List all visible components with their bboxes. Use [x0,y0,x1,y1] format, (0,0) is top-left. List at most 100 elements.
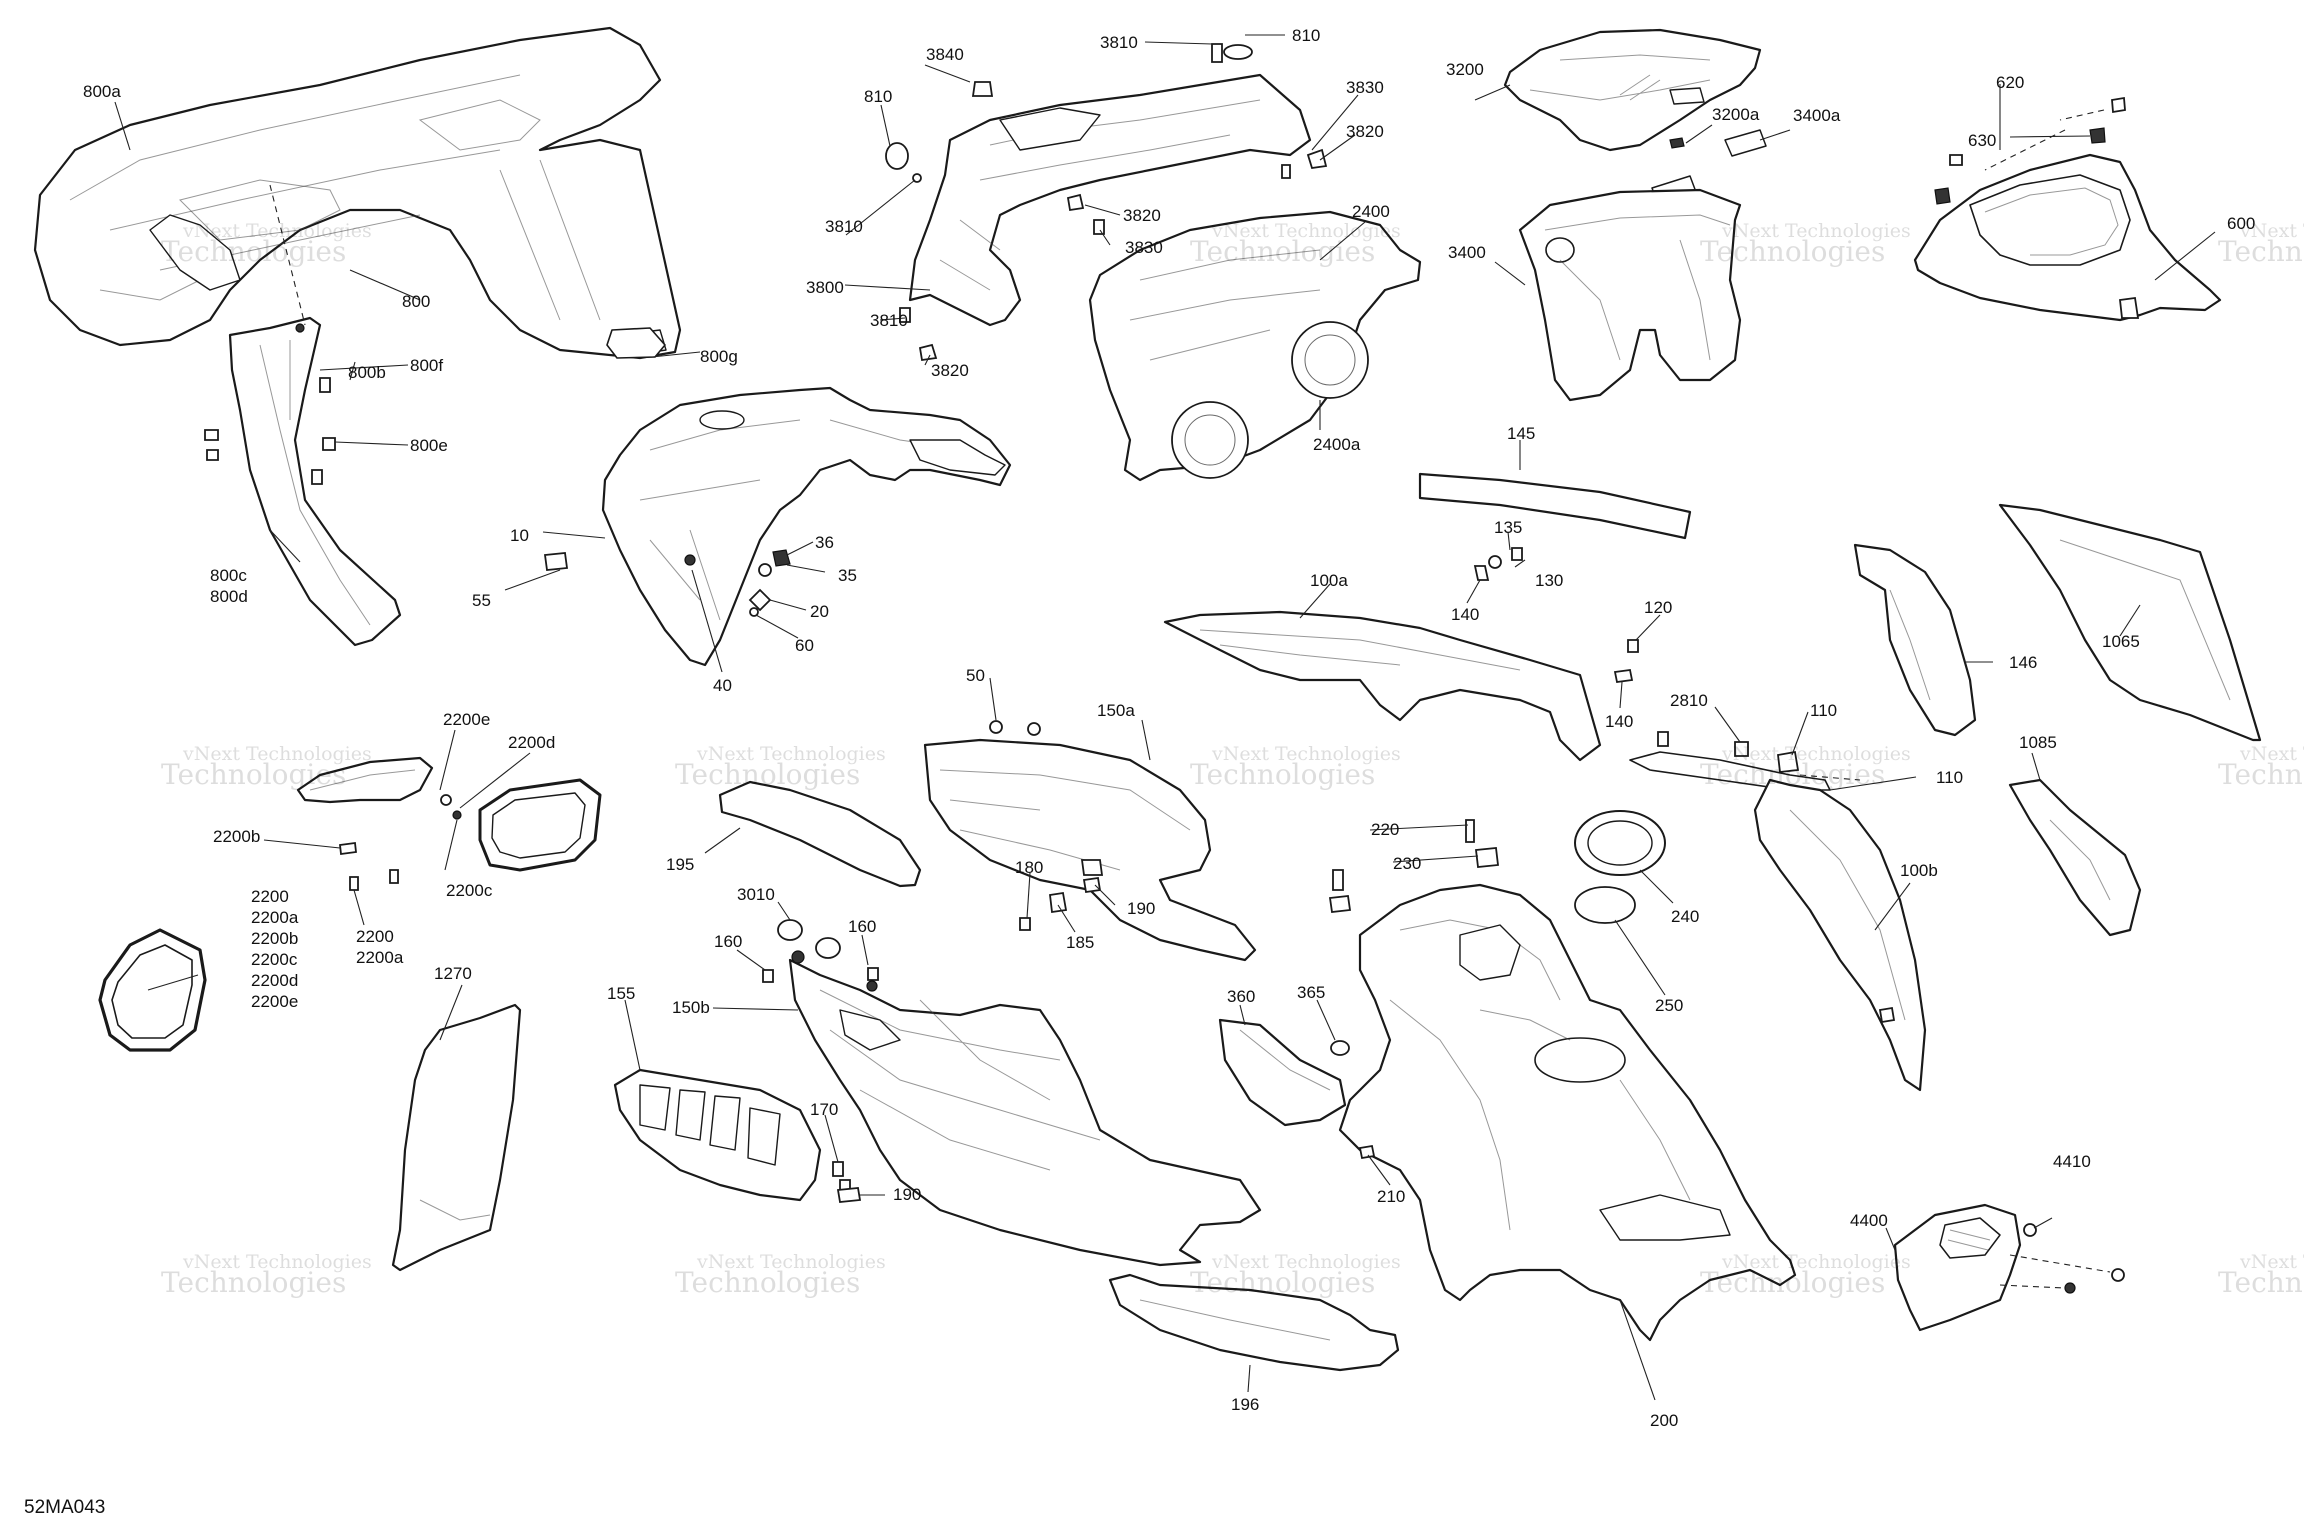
callout-240: 240 [1671,907,1700,926]
callout-210: 210 [1377,1187,1406,1206]
callout-200: 200 [1650,1411,1679,1430]
callout-120: 120 [1644,598,1673,617]
leader-lines [114,34,2216,1401]
callout-150a: 150a [1097,701,1135,720]
callout-1085: 1085 [2019,733,2057,752]
callout-195: 195 [666,855,695,874]
callout-40: 40 [713,676,732,695]
callout-190-b: 190 [893,1185,922,1204]
callout-130: 130 [1535,571,1564,590]
callout-140-a: 140 [1451,605,1480,624]
callout-145: 145 [1507,424,1536,443]
hardware-170-190 [832,1161,862,1203]
callout-220: 220 [1371,820,1400,839]
callout-800b: 800b [348,363,386,382]
callout-55: 55 [472,591,491,610]
callout-360: 360 [1227,987,1256,1006]
hardware-220-230 [1328,819,1500,913]
part-2200-mirror-glass [98,928,207,1052]
callout-stack-item: 2200e [251,992,299,1011]
callout-2400a: 2400a [1313,435,1361,454]
callout-3840: 3840 [926,45,964,64]
part-145-trim [1418,472,1692,540]
callout-stack-item: 2200d [251,971,299,990]
callout-800d: 800d [210,587,248,606]
callout-2200c: 2200c [446,881,493,900]
part-3400-storage-bin [1518,188,1742,402]
callout-196: 196 [1231,1395,1260,1414]
callout-600: 600 [2227,214,2256,233]
callout-3400a: 3400a [1793,106,1841,125]
callout-800f: 800f [410,356,444,375]
callout-3010: 3010 [737,885,775,904]
callout-2200-stack: 2200 2200a 2200b 2200c 2200d 2200e [251,886,298,1012]
callout-100a: 100a [1310,571,1348,590]
callout-stack-item: 2200c [251,950,298,969]
callout-2810: 2810 [1670,691,1708,710]
callout-3830-mid: 3830 [1125,238,1163,257]
hardware-120-140 [1613,639,1639,684]
callout-800e: 800e [410,436,448,455]
callout-stack-item: 2200a [251,908,299,927]
callout-800: 800 [402,292,431,311]
part-2400-headlight [1088,210,1422,482]
callout-800g: 800g [700,347,738,366]
callout-10: 10 [510,526,529,545]
callout-35: 35 [838,566,857,585]
part-2200-mirror-assembly [296,756,602,891]
callout-3810-top: 3810 [1100,33,1138,52]
callout-1270: 1270 [434,964,472,983]
callout-2200-2200a: 2200 2200a [356,926,403,968]
callout-135: 135 [1494,518,1523,537]
callout-2200e: 2200e [443,710,491,729]
callout-3810-mid: 3810 [825,217,863,236]
callout-2200b: 2200b [213,827,261,846]
part-1065-side-panel [1998,503,2262,742]
callout-230: 230 [1393,854,1422,873]
hardware-10 [543,549,791,617]
hardware-600 [1934,96,2126,205]
part-195-trim [718,780,922,888]
part-155-vent-grille [613,1068,822,1202]
part-1270-panel [391,1003,522,1272]
callout-620: 620 [1996,73,2025,92]
callout-140-b: 140 [1605,712,1634,731]
part-150b-side-cover [788,958,1262,1267]
part-800-front-fairing [33,26,682,360]
hardware-800 [204,323,336,485]
callout-800c: 800c [210,566,247,585]
callout-1065: 1065 [2102,632,2140,651]
callout-110-b: 110 [1936,768,1964,787]
callout-3820-top: 3820 [1346,122,1384,141]
callout-810: 810 [864,87,893,106]
callout-2200a: 2200a [356,948,404,967]
callout-stack-item: 2200b [251,929,299,948]
part-10-front-fascia [601,386,1012,667]
callout-stack-item: 2200 [251,887,289,906]
part-240-fuel-ring [1574,810,1666,876]
hardware-160-3010 [762,919,879,992]
hardware-3800 [885,43,1328,362]
callout-3820-mid: 3820 [1123,206,1161,225]
callout-100b: 100b [1900,861,1938,880]
callout-160-a: 160 [714,932,743,951]
callout-146: 146 [2009,653,2038,672]
callout-190-a: 190 [1127,899,1156,918]
part-200-main-body [1338,883,1797,1342]
callout-155: 155 [607,984,636,1003]
callout-250: 250 [1655,996,1684,1015]
callout-3200: 3200 [1446,60,1484,79]
callout-150b: 150b [672,998,710,1017]
callout-800a: 800a [83,82,121,101]
part-2810-bracket [1629,731,1831,791]
callout-810-top: 810 [1292,26,1321,45]
callout-20: 20 [810,602,829,621]
callout-180: 180 [1015,858,1044,877]
callout-630: 630 [1968,131,1997,150]
part-3800-headlight-support [908,73,1312,327]
hardware-130-140 [1473,547,1523,581]
callout-3810-low: 3810 [870,311,908,330]
callout-3200a: 3200a [1712,105,1760,124]
callout-4410: 4410 [2053,1152,2091,1171]
callout-3820-low: 3820 [931,361,969,380]
